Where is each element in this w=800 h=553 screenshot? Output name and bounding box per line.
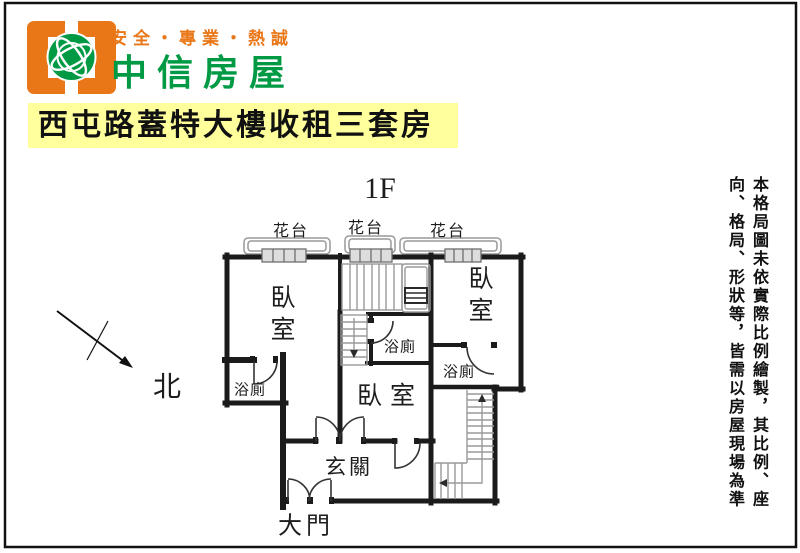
globe-icon [46,32,97,82]
entrance-label: 玄關 [325,455,373,479]
north-label: 北 [152,372,182,403]
floorplan-drawing [56,235,526,510]
stairs-up-arrowhead [478,394,486,402]
listing-title-banner: 西屯路蓋特大樓收租三套房 [28,103,458,148]
stairs-down-arrowhead [350,350,358,358]
main-door-label: 大門 [278,513,334,540]
bathroom-label-right: 浴廁 [442,364,476,381]
bathroom-label-center: 浴廁 [383,339,417,356]
listing-title: 西屯路蓋特大樓收租三套房 [38,109,434,142]
bedroom-label-center: 臥室 [356,383,424,410]
door-arcs [253,320,495,502]
stairs-central [340,263,431,366]
flower-bed-label-center: 花台 [347,220,385,237]
window-hatches [261,248,482,263]
disclaimer-vertical-text: 本格局圖未依實際比例繪製，其比例、座向、格局、形狀等，皆需以房屋現場為準 [726,176,767,509]
page-frame [3,1,798,549]
brand-emblem-icon [27,21,116,94]
bathroom-label-left: 浴廁 [233,382,267,399]
brand-slogan: 安全・專業・熱誠 [110,29,294,48]
flower-bed-label-left: 花台 [272,223,310,240]
stairs-bottom-right [434,390,494,499]
bedroom-label-left: 臥室 [267,284,294,348]
floor-label: 1F [364,172,396,205]
north-arrow [56,310,133,368]
stairs-central-landing-box [404,287,428,304]
brand-name: 中信房屋 [111,52,296,93]
bedroom-label-right: 臥室 [465,265,492,329]
stairs-left-arrowhead [439,479,447,487]
flower-bed-label-right: 花台 [429,223,467,240]
